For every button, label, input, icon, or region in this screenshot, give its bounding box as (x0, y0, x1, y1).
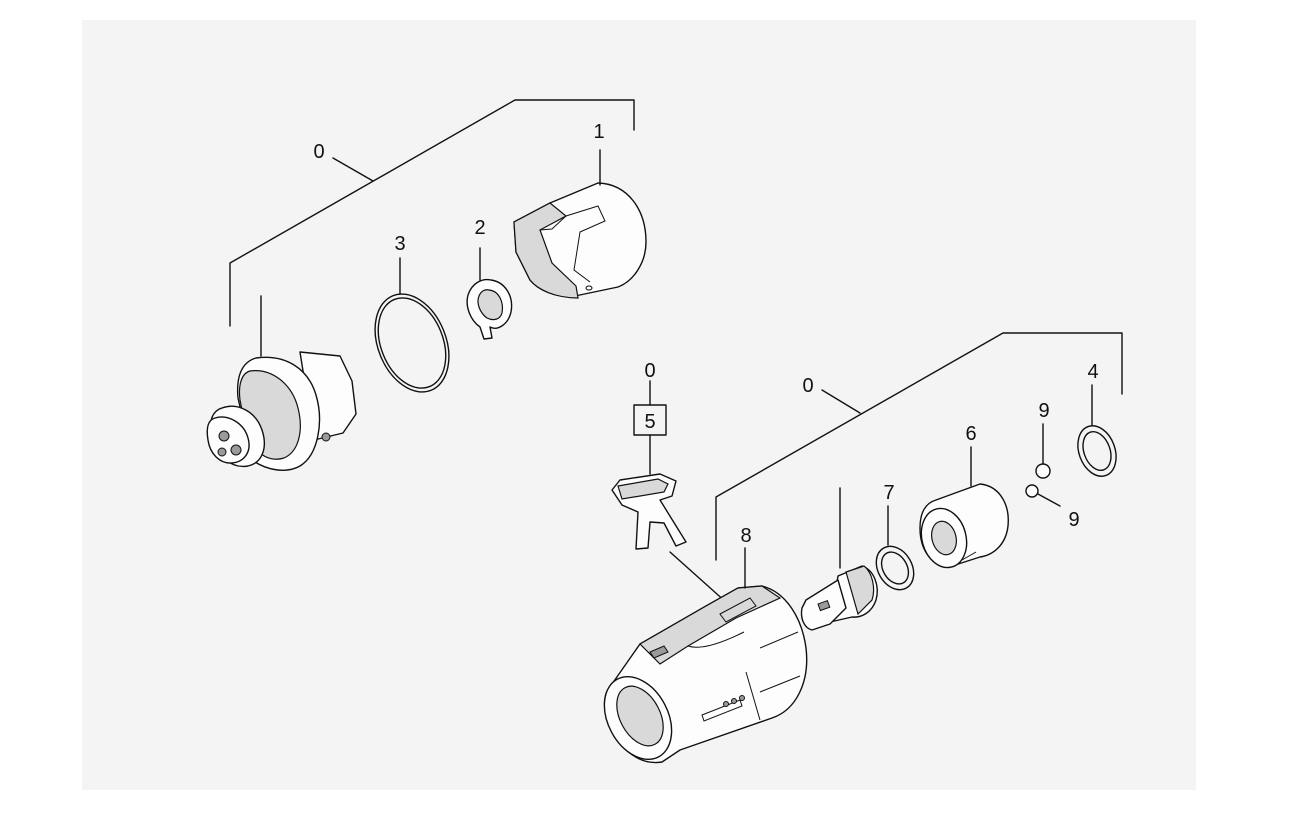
callout-part-9-upper: 9 (1038, 400, 1049, 422)
part-7-washer (875, 505, 915, 591)
callout-part-3: 3 (394, 233, 405, 255)
callout-top-assembly: 0 (313, 141, 324, 163)
part-2-clip-ring (466, 247, 513, 340)
part-8-housing (603, 547, 808, 764)
callout-part-9-lower: 9 (1068, 509, 1079, 531)
part-9-balls (1025, 423, 1061, 507)
callout-part-2: 2 (474, 217, 485, 239)
part-4-ring (1077, 384, 1117, 477)
part-6-sleeve (919, 446, 1009, 569)
nozzle-insert (800, 487, 878, 631)
callout-part-1: 1 (593, 121, 604, 143)
callout-clip-assembly: 0 (644, 360, 655, 382)
callout-part-6: 6 (965, 423, 976, 445)
callout-part-7: 7 (883, 482, 894, 504)
part-1-cap (513, 149, 647, 299)
callout-part-5: 5 (644, 411, 655, 433)
callout-bottom-assembly: 0 (802, 375, 813, 397)
bottom-assembly-bracket (715, 332, 1123, 561)
part-5-retaining-clip (611, 380, 728, 604)
callout-part-4: 4 (1087, 361, 1098, 383)
part-3-o-ring (374, 257, 450, 393)
callout-part-8: 8 (740, 525, 751, 547)
top-assembly-bracket (229, 99, 635, 327)
part-0-nozzle-base (206, 295, 357, 471)
